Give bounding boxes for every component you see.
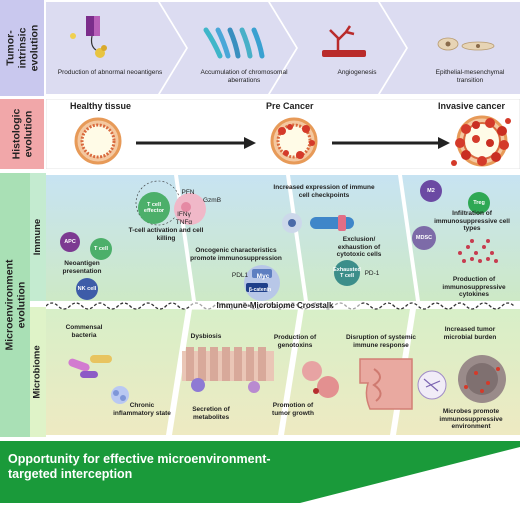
mdsc-cell: MDSC bbox=[412, 226, 436, 250]
inflammation-cell-icon bbox=[111, 386, 129, 404]
cytokines-label: Production of immunosuppressive cytokine… bbox=[442, 276, 506, 298]
tumor-burden-icon bbox=[458, 355, 506, 403]
microenvironment-panels bbox=[46, 175, 520, 435]
tumor-cell-myc-icon bbox=[244, 265, 280, 301]
histologic-progression bbox=[46, 99, 520, 169]
chronic-label: Chronic inflammatory state bbox=[113, 402, 171, 417]
microbes-label: Microbes promote immunosuppressive envir… bbox=[439, 408, 503, 430]
burden-label: Increased tumor microbial burden bbox=[443, 326, 497, 341]
secretion-label: Secretion of metabolites bbox=[192, 406, 230, 421]
tumor-step-label-3: Angiogenesis bbox=[337, 69, 377, 76]
genotoxin-cells-icon bbox=[302, 361, 339, 398]
gut-epithelium-icon bbox=[182, 347, 274, 393]
oncogenic-label: Oncogenic characteristics promote immuno… bbox=[190, 247, 282, 262]
genotoxins-label: Production of genotoxins bbox=[273, 334, 317, 349]
intestine-icon bbox=[359, 358, 413, 410]
microenvironment-row-label: Microenvironment evolution bbox=[0, 173, 30, 437]
tumor-step-label-1: Production of abnormal neoantigens bbox=[57, 69, 163, 76]
commensal-label: Commensal bacteria bbox=[65, 324, 103, 339]
infiltration-label: Infiltration of immunosuppressive cell t… bbox=[434, 210, 510, 232]
cytokine-dots-icon bbox=[458, 239, 498, 263]
treg-cell: Treg bbox=[468, 192, 490, 214]
invasive-cancer-icon bbox=[451, 115, 511, 167]
m2-cell: M2 bbox=[420, 180, 442, 202]
t-cell: T cell bbox=[90, 238, 112, 260]
checkpoint-icon bbox=[282, 213, 354, 233]
crosstalk-label: Immune-Microbiome Crosstalk bbox=[190, 301, 360, 310]
dysbiosis-label: Dysbiosis bbox=[190, 333, 222, 340]
myc-label: Myc bbox=[256, 273, 270, 280]
bacteria-icon bbox=[68, 355, 112, 378]
pfn-label: PFN bbox=[181, 189, 195, 196]
neoantigen-icon bbox=[70, 16, 107, 58]
blood-vessel-icon bbox=[322, 25, 366, 57]
neoantigen-label: Neoantigen presentation bbox=[62, 260, 102, 275]
tumor-cell-killing-icon bbox=[135, 180, 206, 226]
apc-cell: APC bbox=[60, 232, 80, 252]
emt-cells-icon bbox=[437, 37, 495, 51]
precancer-tissue-icon bbox=[270, 117, 318, 165]
histo-stage-healthy: Healthy tissue bbox=[70, 101, 132, 111]
tumor-step-label-4: Epithelial-mesenchymal transition bbox=[435, 69, 505, 84]
disruption-label: Disruption of systemic immune response bbox=[345, 334, 417, 349]
histologic-row-label: Histologic evolution bbox=[0, 99, 44, 169]
tumor-step-label-2: Accumulation of chromosomal aberrations bbox=[200, 69, 288, 84]
tnfa-label: TNFα bbox=[175, 219, 193, 226]
t-effector-cell: T cell effector bbox=[138, 192, 170, 224]
exhausted-t-cell: Exhausted T cell bbox=[333, 260, 361, 286]
bcatenin-label: β-catenin bbox=[248, 287, 272, 293]
t-activation-label: T-cell activation and cell killing bbox=[128, 227, 204, 242]
tumor-intrinsic-chevrons bbox=[46, 2, 520, 94]
gzmb-label: GzmB bbox=[202, 197, 222, 204]
histo-stage-invasive: Invasive cancer bbox=[438, 101, 506, 111]
pdl1-label: PDL1 bbox=[231, 272, 249, 279]
pd1-label: PD-1 bbox=[364, 270, 380, 277]
opportunity-text: Opportunity for effective microenvironme… bbox=[8, 452, 271, 481]
immune-row-label: Immune bbox=[30, 173, 46, 301]
tumor-intrinsic-row-label: Tumor-intrinsic evolution bbox=[0, 0, 44, 96]
checkpoints-label: Increased expression of immune cell chec… bbox=[273, 184, 375, 199]
opportunity-banner bbox=[0, 441, 520, 503]
chromosome-icon bbox=[203, 27, 265, 59]
healthy-tissue-icon bbox=[74, 117, 122, 165]
exclusion-label: Exclusion/ exhaustion of cytotoxic cells bbox=[336, 236, 382, 258]
ifng-label: IFNγ bbox=[177, 211, 191, 218]
growth-label: Promotion of tumor growth bbox=[272, 402, 314, 417]
histo-stage-precancer: Pre Cancer bbox=[266, 101, 314, 111]
microbiome-row-label: Microbiome bbox=[30, 307, 46, 437]
nk-cell: NK cell bbox=[76, 278, 98, 300]
microbe-circle-icon bbox=[417, 370, 447, 400]
